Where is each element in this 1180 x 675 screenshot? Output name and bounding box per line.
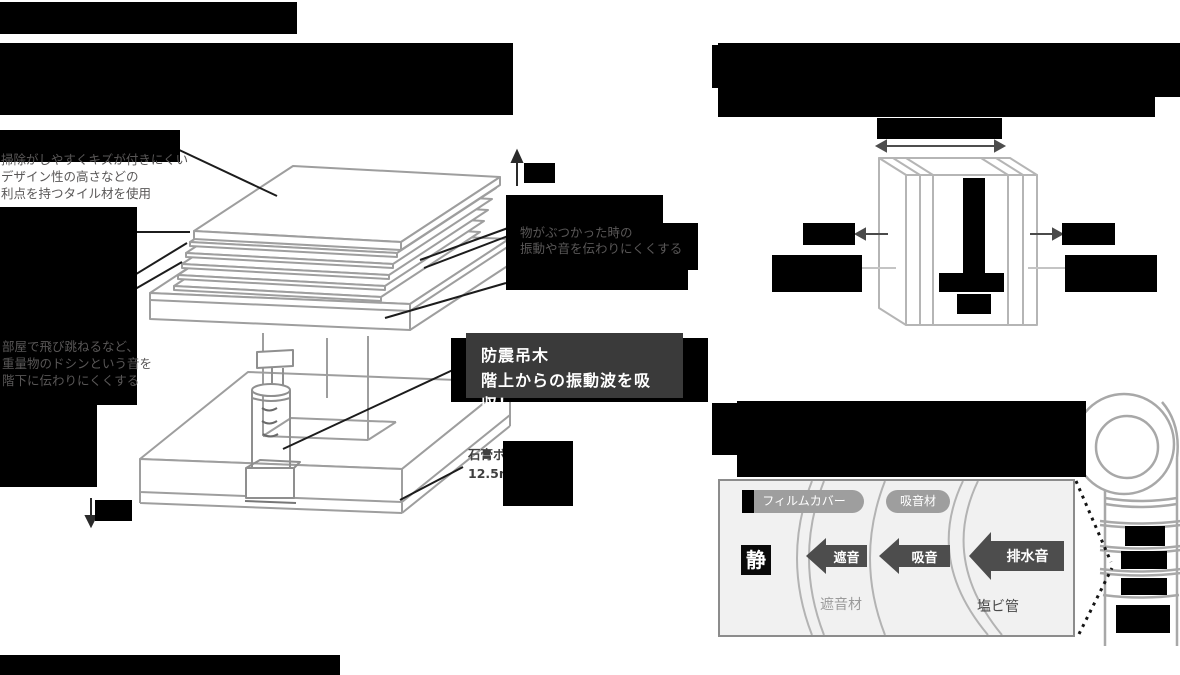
impact-note-line1: 物がぶつかった時の [520,225,633,240]
heavy-note-line1: 部屋で飛び跳ねるなど、 [2,339,139,354]
redacted-bottom-bar [0,655,340,675]
arrow-head-icon [879,538,899,574]
redacted-layer-labels [0,207,137,405]
redacted-wall-right-big-label [1065,255,1157,292]
tile-note-line1: 掃除がしやすくキズが付きにくい [1,152,189,167]
vibration-hanger-drawing [244,349,301,504]
redacted-pipe-label-2 [1121,551,1167,569]
redacted-wall-title-tick [712,45,718,88]
tile-note-line2: デザイン性の高さなどの [1,169,139,184]
sound-absorb-arrow: 吸音 [879,538,950,574]
impact-note: 物がぶつかった時の 振動や音を伝わりにくくする [520,225,682,257]
redacted-pipe-label-3 [1121,578,1167,595]
hanger-callout-subtitle: 階上からの振動波を吸収！ [481,371,652,414]
redacted-down-label [95,500,132,521]
redacted-impact-label-top [506,195,663,223]
arrow-head-icon [806,538,826,574]
redacted-wall-left-big-label [772,255,862,292]
redacted-pipe-label-1 [1125,526,1165,546]
tile-note: 掃除がしやすくキズが付きにくい デザイン性の高さなどの 利点を持つタイル材を使用 [1,151,188,202]
redacted-slab-label [0,405,97,487]
heavy-sound-note: 部屋で飛び跳ねるなど、 重量物のドシンという音を 階下に伝わりにくくする [2,338,152,389]
zoom-callout-dotted-lines [1074,480,1114,635]
redacted-wall-center-label [957,294,991,314]
redacted-floor-title [0,43,513,115]
tile-note-line3: 利点を持つタイル材を使用 [1,186,152,201]
film-cover-pill: フィルムカバー [744,490,864,513]
redacted-wall-right-small-label [1062,223,1115,245]
impact-note-line2: 振動や音を伝わりにくくする [520,241,683,256]
up-arrow-icon [510,148,524,186]
wall-stud-shape [939,178,1004,292]
redacted-tile-label [0,130,180,162]
redacted-wall-subtitle [718,97,1155,117]
hanger-callout: 防震吊木 階上からの振動波を吸収！ [466,333,683,414]
down-arrow-icon [84,498,98,529]
redacted-impact-label-mid [506,223,698,270]
redacted-gypsum-label [503,441,573,506]
redacted-pipe-title-tick [712,403,737,455]
heavy-note-line2: 重量物のドシンという音を [2,356,153,371]
hanger-callout-title: 防震吊木 [481,346,550,365]
redacted-wall-width-label [877,118,1002,139]
heavy-note-line3: 階下に伝わりにくくする [2,373,140,388]
sound-block-arrow-label: 遮音 [826,545,867,567]
redacted-impact-label-bottom [506,270,688,290]
drain-sound-arrow: 排水音 [969,532,1064,580]
pvc-pipe-label: 塩ビ管 [977,599,1019,615]
redacted-wall-left-small-label [803,223,855,245]
redacted-up-label [524,163,555,183]
drain-pipe-drawing [1072,392,1180,646]
width-double-arrow-icon [874,139,1007,153]
redacted-pill-chip [742,490,754,513]
redacted-pipe-label-4 [1116,605,1170,633]
pipe-layers-panel: フィルムカバー 吸音材 静 遮音 吸音 排水音 遮音材 塩ビ管 [718,479,1075,637]
drain-sound-arrow-label: 排水音 [991,541,1064,571]
redacted-pipe-title [737,401,1086,477]
redacted-top-bar [0,2,297,34]
redacted-wall-title [718,43,1180,97]
quiet-label: 静 [741,545,771,575]
sound-insulation-layer-label: 遮音材 [820,597,862,613]
absorber-pill: 吸音材 [886,490,950,513]
arrow-head-icon [969,532,991,580]
sound-absorb-arrow-label: 吸音 [899,545,950,567]
sound-block-arrow: 遮音 [806,538,867,574]
